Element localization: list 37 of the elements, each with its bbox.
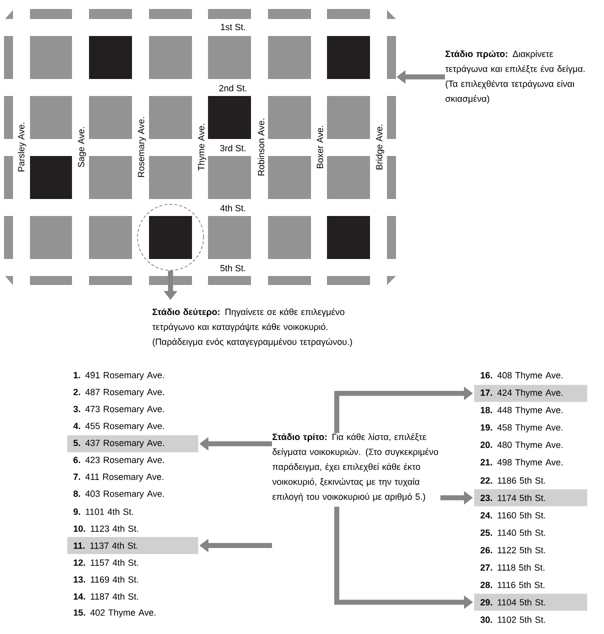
list-item: 14. 1187 4th St. [74, 593, 138, 600]
list-item: 3. 473 Rosemary Ave. [73, 406, 164, 414]
street-name: 2nd St. [219, 84, 246, 92]
street-name: Rosemary Ave. [138, 117, 146, 177]
highlighted-list-item: 23. 1174 5th St. [474, 489, 588, 506]
list-item: 25. 1140 5th St. [480, 529, 545, 536]
list-item: 1. 491 Rosemary Ave. [74, 372, 164, 380]
street-name: Robinson Ave. [258, 118, 264, 176]
list-item: 7. 411 Rosemary Ave. [74, 474, 164, 482]
step-text: Στάδιο πρώτο: Διακρίνετε τετράγωνα και επιλέξτε ένα δείγμα. (Τα επιλεχθέντα τετράγωνα είναι σκιασμένα) [445, 50, 585, 104]
street-name: Parsley Ave. [18, 122, 26, 172]
highlighted-list-item: 5. 437 Rosemary Ave. [67, 435, 198, 452]
street-name: Sage Ave. [78, 127, 86, 168]
street-name: Bridge Ave. [376, 124, 384, 170]
street-name: 4th St. [220, 204, 246, 212]
map-drawing [4, 9, 396, 285]
highlighted-list-item: 11. 1137 4th St. [67, 537, 198, 554]
list-item: 8. 403 Rosemary Ave. [73, 490, 164, 499]
street-name: 5th St. [220, 264, 246, 272]
step-text: Στάδιο τρίτο: Για κάθε λίστα, επιλέξτε δείγματα νοικοκυριών. (Στο συγκεκριμένο παράδειγμα, έχει επιλεχθεί κάθε έκτο νοικοκυριό, ξεκινώντας με την τυχαία επιλογή του νοικοκυριού με αριθμό 5.) [272, 433, 438, 502]
highlighted-list-item: 17. 424 Thyme Ave. [474, 384, 588, 402]
list-item: 19. 458 Thyme Ave. [480, 424, 562, 432]
step-text: Στάδιο δεύτερο: Πηγαίνετε σε κάθε επιλεγμένο τετράγωνο και καταγράψτε κάθε νοικοκυριό. (Παράδειγμα ενός καταγεγραμμένου τετραγώνου.) [152, 308, 352, 347]
dashed-circle [137, 204, 204, 271]
street-name: Thyme Ave. [198, 124, 206, 171]
highlighted-list-item: 29. 1104 5th St. [474, 594, 588, 611]
list-item: 15. 402 Thyme Ave. [74, 609, 156, 618]
list-item: 27. 1118 5th St. [480, 564, 544, 571]
list-item: 26. 1122 5th St. [480, 546, 545, 554]
list-item: 20. 480 Thyme Ave. [480, 441, 562, 450]
street-name: 3rd St. [220, 144, 246, 152]
street-name: Boxer Ave. [316, 126, 324, 168]
list-item: 2. 487 Rosemary Ave. [74, 388, 164, 397]
street-name: 1st St. [220, 24, 245, 30]
list-item: 13. 1169 4th St. [74, 576, 138, 583]
list-item: 9. 1101 4th St. [74, 508, 134, 515]
list-item: 21. 498 Thyme Ave. [480, 458, 562, 468]
